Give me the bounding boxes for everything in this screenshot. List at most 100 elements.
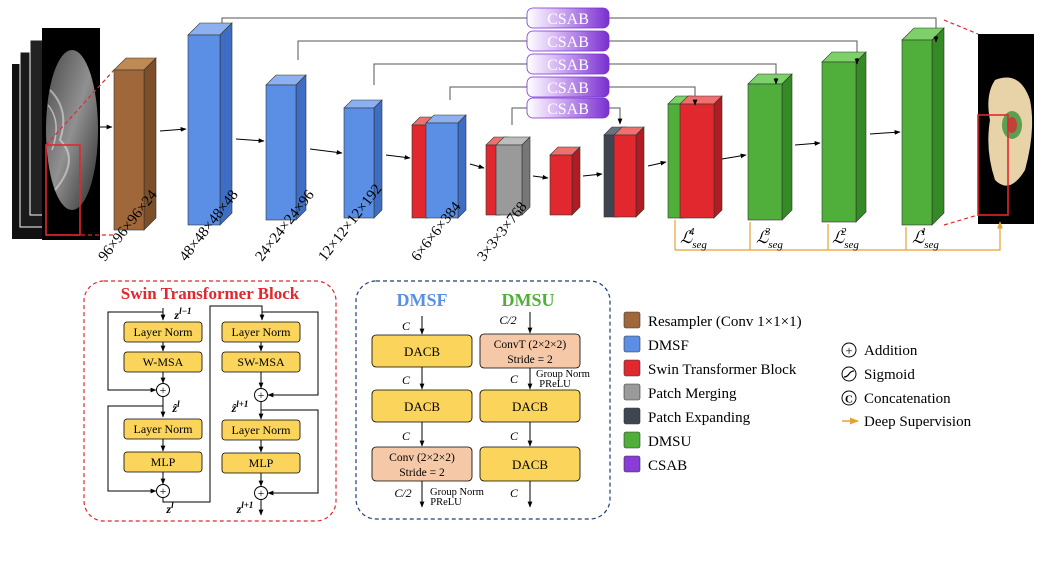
symbol-label-deep-supervision: Deep Supervision <box>864 414 972 430</box>
swin-merge-block-5 <box>485 136 531 216</box>
csab-block: CSAB <box>526 76 610 98</box>
loss-labels: ℒseg4 ℒseg3 ℒseg2 ℒseg1 <box>680 226 939 251</box>
z-l-label: zl <box>165 500 174 516</box>
csab-block: CSAB <box>526 30 610 52</box>
dmsf-c2: C <box>402 373 411 387</box>
swin-panel-title: Swin Transformer Block <box>121 284 300 303</box>
dmsu-c1: C/2 <box>499 313 516 327</box>
mlp-1-label: MLP <box>151 455 176 469</box>
legend-label-swin: Swin Transformer Block <box>648 362 797 378</box>
csab-label: CSAB <box>547 34 589 51</box>
dmsu-title: DMSU <box>502 290 555 310</box>
legend: Resampler (Conv 1×1×1) DMSF Swin Transfo… <box>623 311 802 474</box>
dmsf-block-3 <box>343 99 383 219</box>
legend-label-expanding: Patch Expanding <box>648 410 751 426</box>
w-msa-label: W-MSA <box>143 355 184 369</box>
legend-label-csab: CSAB <box>648 458 687 474</box>
legend-swatch-swin <box>623 359 641 377</box>
dmsu-out: C <box>510 486 519 500</box>
layer-norm-4-label: Layer Norm <box>232 423 292 437</box>
symbol-label-sigmoid: Sigmoid <box>864 367 915 383</box>
forward-arrows <box>100 124 901 180</box>
csab-label: CSAB <box>547 57 589 74</box>
dmsf-dacb-1-label: DACB <box>404 344 440 359</box>
dmsf-conv-line1: Conv (2×2×2) <box>389 452 455 464</box>
loss-label-2: ℒseg2 <box>832 226 859 251</box>
svg-text:+: + <box>258 388 265 402</box>
deep-supervision <box>674 220 1003 251</box>
legend-swatch-merging <box>623 383 641 401</box>
dmsf-prelu: PReLU <box>430 497 462 508</box>
legend-label-merging: Patch Merging <box>648 386 737 402</box>
concatenation-icon <box>841 390 857 406</box>
symbol-label-concatenation: Concatenation <box>864 391 951 407</box>
dmsu-convt-line2: Stride = 2 <box>507 354 553 366</box>
dmsf-out: C/2 <box>394 486 411 500</box>
dmsf-dmsu-panel: DMSF DMSU C DACB C DACB C Conv (2×2×2) S… <box>355 280 611 520</box>
svg-text:C: C <box>845 394 853 406</box>
swin-bottleneck <box>549 146 581 216</box>
z-hat-l-label: ẑl <box>171 399 180 415</box>
dmsu-block-2 <box>821 51 867 223</box>
dmsu-convt-line1: ConvT (2×2×2) <box>494 339 567 351</box>
dmsf-block-1 <box>187 22 233 226</box>
dmsf-block-2 <box>265 74 307 221</box>
legend-swatch-csab <box>623 455 641 473</box>
dmsf-c1: C <box>402 319 411 333</box>
dmsu-c3: C <box>510 429 519 443</box>
dmsf-group-norm: Group Norm <box>430 487 484 498</box>
addition-icon <box>841 342 857 358</box>
dmsf-c3: C <box>402 429 411 443</box>
legend-swatch-expanding <box>623 407 641 425</box>
svg-text:+: + <box>845 343 852 358</box>
svg-text:+: + <box>160 383 167 397</box>
legend-swatch-dmsf <box>623 335 641 353</box>
output-segmentation <box>943 19 1034 226</box>
z-l1-label: zl+1 <box>236 500 254 516</box>
legend-label-dmsu: DMSU <box>648 434 692 450</box>
legend-label-dmsf: DMSF <box>648 338 689 354</box>
layer-norm-1-label: Layer Norm <box>134 325 194 339</box>
csab-blocks: CSAB CSAB CSAB CSAB CSAB <box>526 7 610 119</box>
csab-block: CSAB <box>526 7 610 29</box>
dmsu-group-norm: Group Norm <box>536 369 590 380</box>
csab-label: CSAB <box>547 11 589 28</box>
dmsu-c-after-convt: C <box>510 372 519 386</box>
dmsu-block-3 <box>747 73 793 221</box>
dmsu-block-4 <box>667 95 723 219</box>
svg-text:+: + <box>160 484 167 498</box>
skip-arrows <box>617 36 939 125</box>
mlp-2-label: MLP <box>249 456 274 470</box>
loss-label-4: ℒseg4 <box>680 226 707 251</box>
legend-label-resampler: Resampler (Conv 1×1×1) <box>648 314 802 330</box>
csab-label: CSAB <box>547 80 589 97</box>
dmsf-title: DMSF <box>397 290 448 310</box>
swin-transformer-panel: Swin Transformer Block zl−1 Layer Norm W… <box>83 280 337 522</box>
legend-swatch-resampler <box>623 311 641 329</box>
dmsu-prelu: PReLU <box>539 379 571 390</box>
layer-norm-2-label: Layer Norm <box>134 422 194 436</box>
swin-dmsf-block-4 <box>411 114 467 219</box>
z-input-label: zl−1 <box>173 306 191 322</box>
layer-norm-3-label: Layer Norm <box>232 325 292 339</box>
resampler-block <box>113 57 157 231</box>
loss-label-3: ℒseg3 <box>756 226 783 251</box>
z-hat-l1-label: ẑl+1 <box>231 399 249 415</box>
dmsf-dacb-2-label: DACB <box>404 399 440 414</box>
csab-block: CSAB <box>526 97 610 119</box>
symbol-label-addition: Addition <box>864 343 918 359</box>
expand-swin-block <box>603 126 645 218</box>
input-mri-stack <box>12 28 115 240</box>
dmsu-dacb-1-label: DACB <box>512 399 548 414</box>
csab-label: CSAB <box>547 101 589 118</box>
symbol-legend: + Addition Sigmoid C Concatenation Deep … <box>841 342 972 430</box>
dmsu-dacb-2-label: DACB <box>512 457 548 472</box>
dmsu-block-1 <box>901 27 945 226</box>
csab-block: CSAB <box>526 53 610 75</box>
sw-msa-label: SW-MSA <box>237 355 285 369</box>
dmsf-conv-line2: Stride = 2 <box>399 467 445 479</box>
loss-label-1: ℒseg1 <box>912 226 939 251</box>
legend-swatch-dmsu <box>623 431 641 449</box>
svg-text:+: + <box>258 486 265 500</box>
